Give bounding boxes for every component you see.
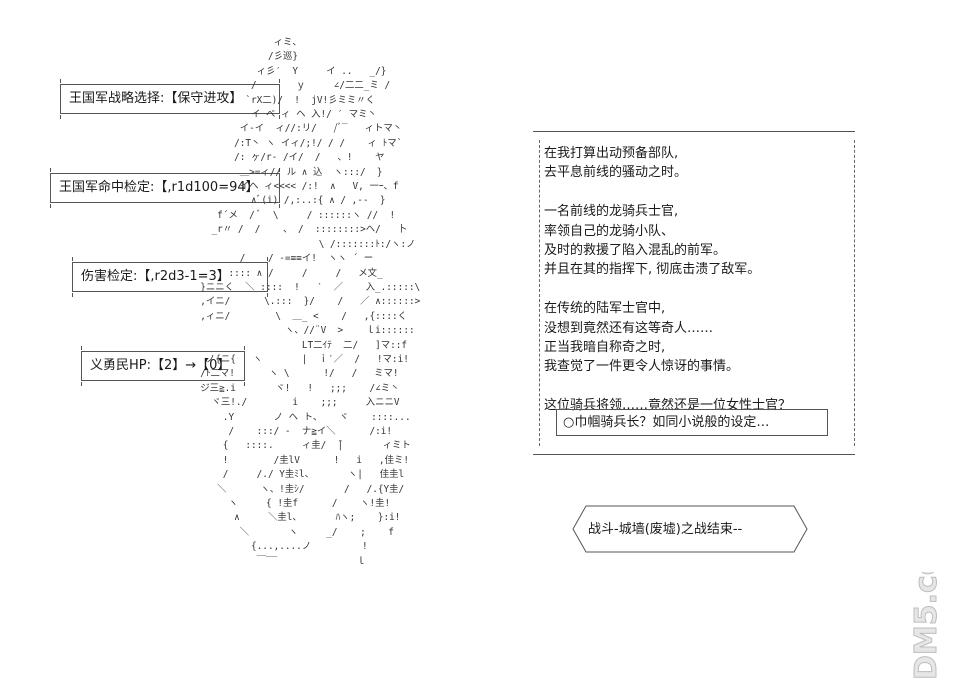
- narration-text: 在我打算出动预备部队, 去平息前线的骚动之时。 一名前线的龙骑兵士官, 率领自己…: [544, 144, 844, 415]
- ascii-art-figure: ィミ、 /彡巡} ィ彡′ Y イ .. _/} / ｙ ∠/二二_ミ / `rX…: [200, 37, 421, 567]
- narration-line: [544, 280, 844, 299]
- narration-line: [544, 183, 844, 202]
- narration-aside-box: ○巾帼骑兵长？如同小说般的设定…: [556, 409, 828, 436]
- narration-line: 及时的救援了陷入混乱的前军。: [544, 242, 727, 258]
- narration-panel: 在我打算出动预备部队, 去平息前线的骚动之时。 一名前线的龙骑兵士官, 率领自己…: [533, 131, 855, 455]
- narration-line: 并且在其的指挥下, 彻底击溃了敌军。: [544, 262, 761, 278]
- narration-line: [544, 377, 844, 396]
- narration-line: 一名前线的龙骑兵士官,: [544, 204, 679, 220]
- narration-aside-text: ○巾帼骑兵长？如同小说般的设定…: [563, 415, 770, 430]
- banner-frame: [572, 505, 808, 553]
- status-box-damage-check: 伤害检定:【,r2d3-1=3】: [72, 257, 268, 297]
- narration-line: 在传统的陆军士官中,: [544, 301, 666, 317]
- status-damage-check-text: 伤害检定:【,r2d3-1=3】: [81, 269, 230, 284]
- battle-end-banner: 战斗-城墙(废墟)之战结束--: [572, 505, 808, 553]
- watermark-text: DM5.com: [909, 572, 944, 680]
- narration-line: 我查觉了一件更令人惊讶的事情。: [544, 359, 740, 375]
- battle-end-text: 战斗-城墙(废墟)之战结束--: [588, 522, 743, 537]
- narration-left-rule: [539, 140, 540, 446]
- status-strategy-text: 王国军战略选择:【保守进攻】: [69, 91, 243, 106]
- status-hit-check-text: 王国军命中检定:【,r1d100=94】: [59, 180, 259, 195]
- narration-line: 去平息前线的骚动之时。: [544, 165, 688, 181]
- status-box-hit-check: 王国军命中检定:【,r1d100=94】: [50, 168, 280, 208]
- narration-line: 没想到竟然还有这等奇人……: [544, 320, 714, 336]
- watermark-logo: DM5.com: [909, 523, 945, 681]
- status-box-strategy: 王国军战略选择:【保守进攻】: [60, 79, 280, 119]
- status-box-militia-hp: 义勇民HP:【2】→【0】: [81, 346, 245, 386]
- status-militia-hp-text: 义勇民HP:【2】→【0】: [90, 358, 231, 373]
- dm5-watermark: DM5.com: [906, 523, 952, 684]
- narration-right-rule: [854, 140, 855, 446]
- narration-line: 正当我暗自称奇之时,: [544, 339, 666, 355]
- narration-line: 率领自己的龙骑小队、: [544, 223, 675, 239]
- narration-line: 在我打算出动预备部队,: [544, 146, 679, 161]
